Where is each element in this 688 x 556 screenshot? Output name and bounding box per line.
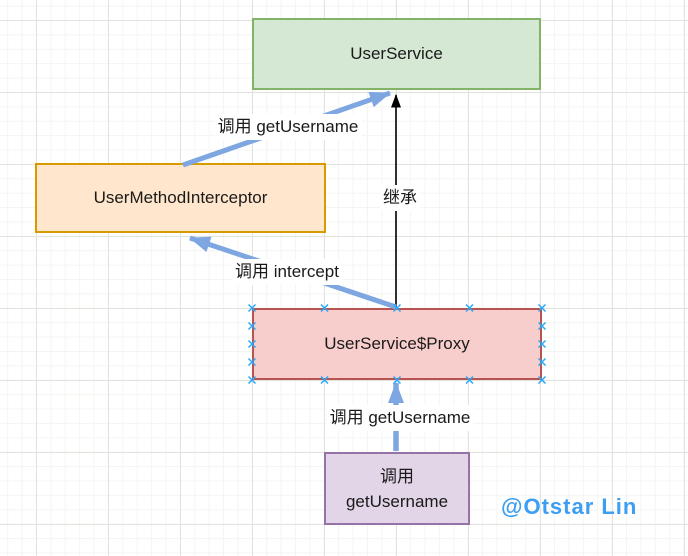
edge-label-call-getusername-top[interactable]: 调用 getUsername — [214, 114, 362, 140]
node-userservice[interactable]: UserService — [252, 18, 541, 90]
node-call-getusername-label: 调用 getUsername — [345, 466, 449, 511]
node-call-getusername[interactable]: 调用 getUsername — [324, 452, 470, 525]
edge-label-call-intercept[interactable]: 调用 intercept — [232, 259, 342, 285]
node-userservice-proxy-label: UserService$Proxy — [324, 334, 470, 353]
edge-label-inherit[interactable]: 继承 — [380, 185, 420, 211]
node-userservice-label: UserService — [350, 44, 443, 63]
edge-label-call-getusername-bottom[interactable]: 调用 getUsername — [326, 405, 474, 431]
node-usermethodinterceptor[interactable]: UserMethodInterceptor — [35, 163, 326, 233]
watermark: @Otstar Lin — [501, 494, 638, 519]
node-userservice-proxy[interactable]: UserService$Proxy — [252, 308, 542, 380]
node-usermethodinterceptor-label: UserMethodInterceptor — [93, 188, 268, 207]
